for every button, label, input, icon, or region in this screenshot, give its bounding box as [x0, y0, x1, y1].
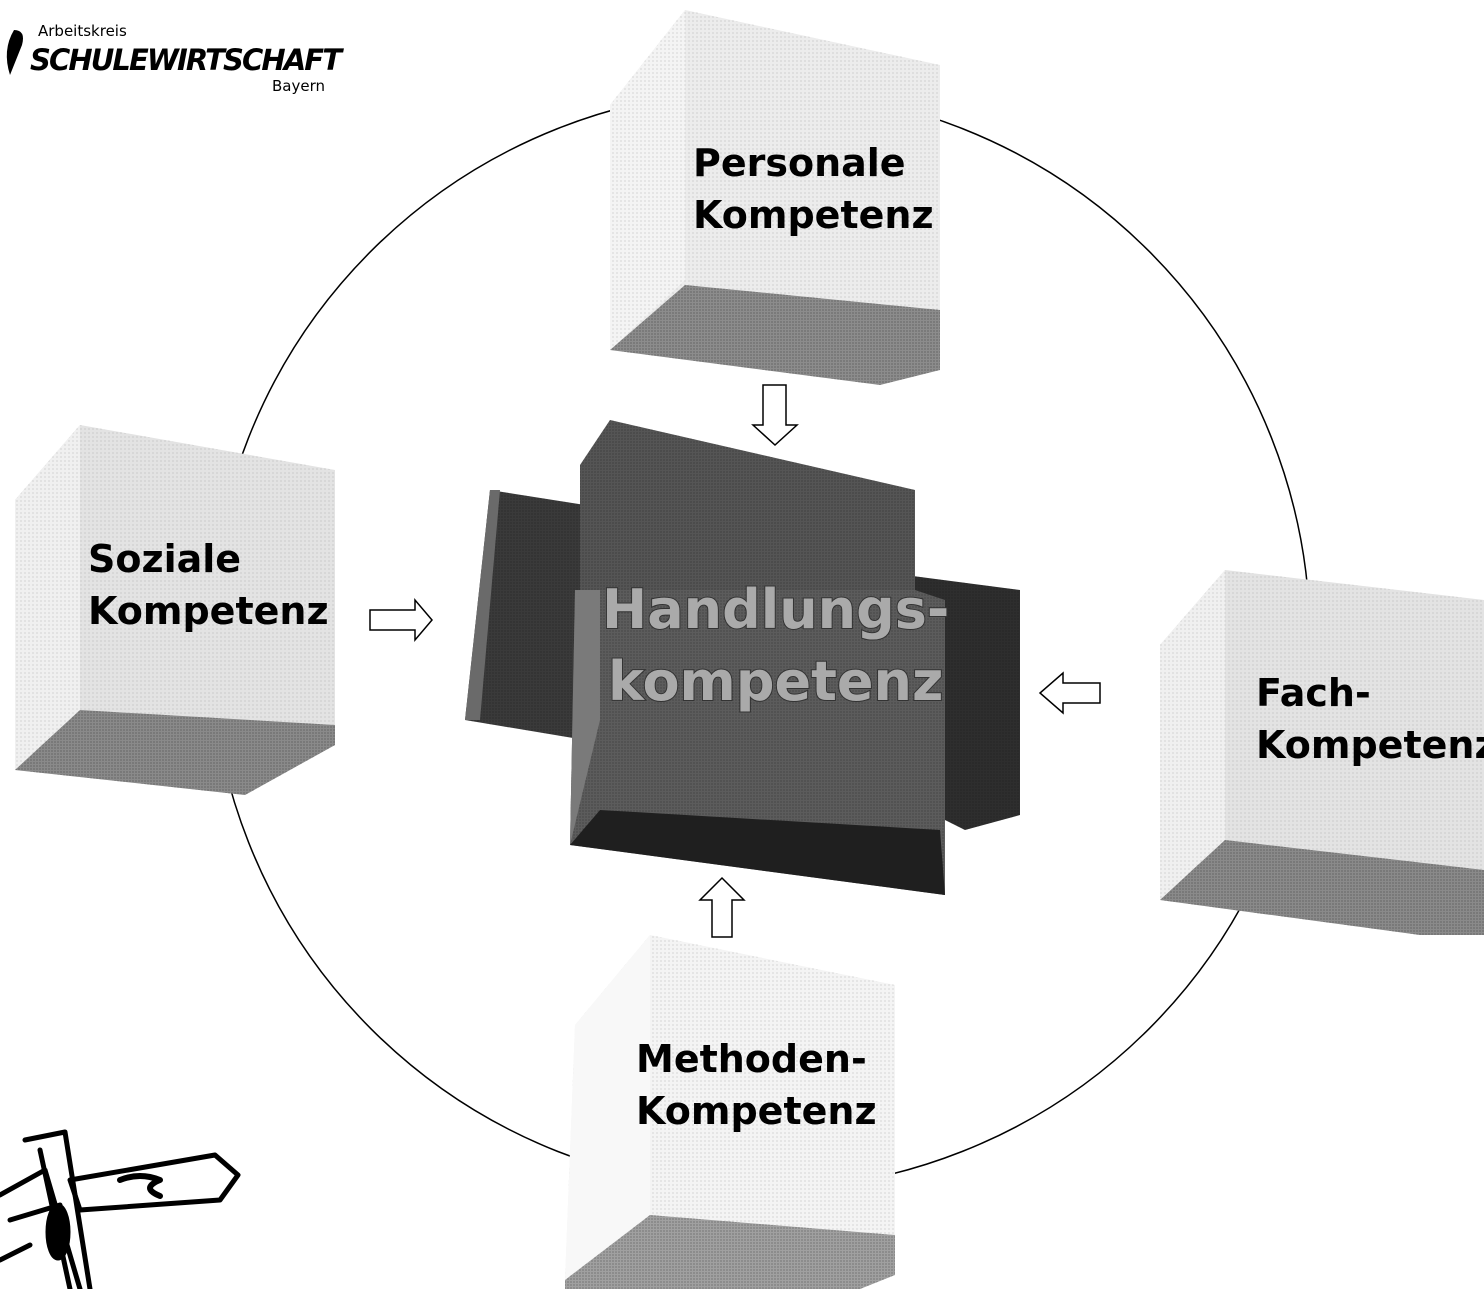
box-fach-line2: Kompetenz [1256, 723, 1484, 767]
arrow-down-icon [751, 384, 799, 447]
box-personale-line1: Personale [693, 141, 906, 185]
signpost-icon [0, 1129, 241, 1289]
box-soziale: Soziale Kompetenz [15, 425, 335, 795]
center-line1: Handlungs- [602, 578, 949, 641]
logo: Arbeitskreis SCHULEWIRTSCHAFT Bayern [6, 22, 344, 95]
arrow-up-icon [698, 876, 746, 938]
box-soziale-line2: Kompetenz [88, 589, 329, 633]
box-personale: Personale Kompetenz [610, 10, 940, 385]
box-methoden: Methoden- Kompetenz [565, 935, 895, 1289]
box-fach-line1: Fach- [1256, 671, 1371, 715]
logo-line2: SCHULEWIRTSCHAFT [30, 43, 344, 77]
box-methoden-line1: Methoden- [636, 1037, 867, 1081]
box-methoden-line2: Kompetenz [636, 1089, 877, 1133]
arrow-right-icon [369, 597, 433, 643]
box-personale-line2: Kompetenz [693, 193, 934, 237]
center-cross: Handlungs- kompetenz [465, 420, 1020, 895]
center-line2: kompetenz [608, 650, 943, 713]
logo-line3: Bayern [272, 77, 325, 95]
logo-line1: Arbeitskreis [38, 22, 127, 40]
logo-swoosh-icon [6, 30, 24, 75]
box-soziale-line1: Soziale [88, 537, 241, 581]
arrow-left-icon [1038, 671, 1101, 715]
box-fach: Fach- Kompetenz [1160, 570, 1484, 935]
